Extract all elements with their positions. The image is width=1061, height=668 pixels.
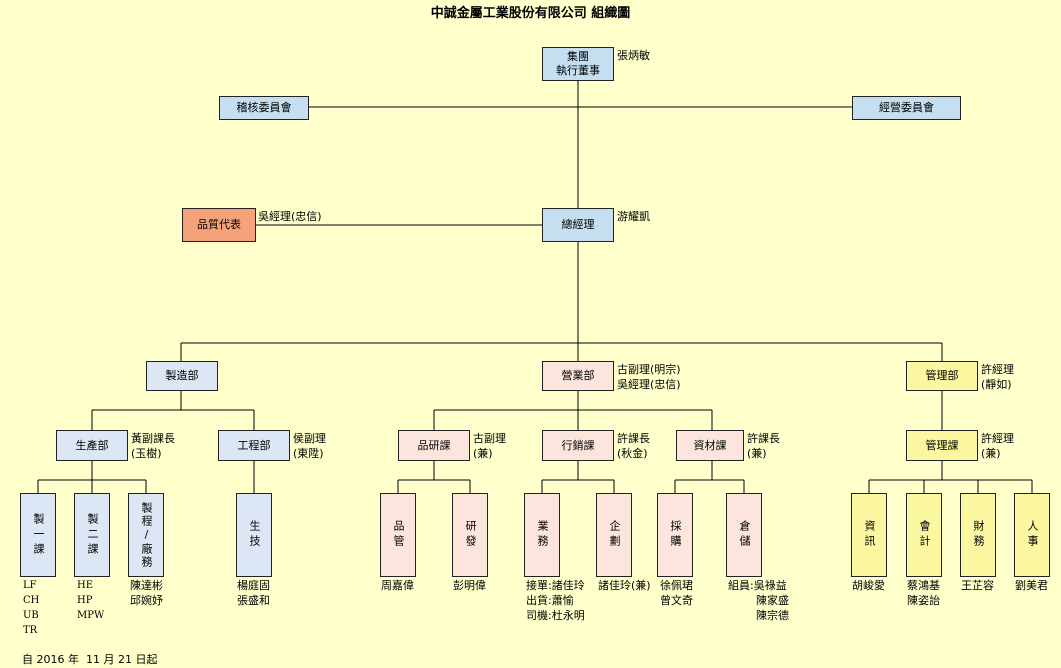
materials-section-person: 許課長 (兼) — [747, 432, 780, 460]
marketing-section-box: 行銷課 — [542, 430, 614, 461]
staff-storage: 組員:吳祿益 陳家盛 陳宗德 — [728, 579, 789, 622]
unit-tech: 生技 — [236, 493, 272, 577]
admin-dept-box: 管理部 — [906, 361, 978, 391]
quality-research-section-person: 古副理 (兼) — [473, 432, 506, 460]
staff-section-1: LF CH UB TR — [23, 580, 40, 636]
admin-dept-person: 許經理 (靜如) — [981, 363, 1014, 391]
admin-section-box: 管理課 — [906, 430, 978, 461]
materials-section-box: 資材課 — [676, 430, 744, 461]
staff-it: 胡峻愛 — [852, 579, 885, 592]
general-manager-box: 總經理 — [542, 208, 614, 242]
marketing-section-person: 許課長 (秋金) — [617, 432, 650, 460]
unit-rnd: 研發 — [452, 493, 488, 577]
unit-hr: 人事 — [1014, 493, 1050, 577]
production-section-box: 生產部 — [56, 430, 128, 461]
staff-planning: 諸佳玲(兼) — [598, 579, 651, 592]
unit-section-1: 製一課 — [20, 493, 56, 577]
staff-accounting: 蔡鴻基 陳姿詒 — [907, 579, 940, 607]
audit-committee-box: 稽核委員會 — [219, 96, 309, 120]
quality-research-section-box: 品研課 — [398, 430, 470, 461]
staff-purchasing: 徐佩珺 曾文奇 — [660, 579, 693, 607]
qa-representative-person: 吳經理(忠信) — [258, 210, 322, 223]
staff-tech: 楊庭固 張盛和 — [237, 579, 270, 607]
general-manager-person: 游耀凱 — [617, 210, 650, 223]
chart-title: 中誠金屬工業股份有限公司 組織圖 — [430, 6, 631, 21]
unit-planning: 企劃 — [596, 493, 632, 577]
staff-business: 接單:諸佳玲 出貨:蕭愉 司機:杜永明 — [526, 579, 585, 622]
staff-hr: 劉美君 — [1015, 579, 1048, 592]
unit-purchasing: 採購 — [657, 493, 693, 577]
unit-storage: 倉儲 — [726, 493, 762, 577]
management-committee-box: 經營委員會 — [852, 96, 961, 120]
admin-section-person: 許經理 (兼) — [981, 432, 1014, 460]
unit-business: 業務 — [524, 493, 560, 577]
unit-section-2: 製二課 — [74, 493, 110, 577]
ceo-box: 集團 執行董事 — [542, 47, 614, 81]
ceo-person: 張炳敏 — [617, 49, 650, 62]
sales-dept-person: 古副理(明宗) 吳經理(忠信) — [617, 363, 681, 391]
staff-finance: 王芷容 — [961, 579, 994, 592]
staff-quality-control: 周嘉偉 — [381, 579, 414, 592]
unit-process-facilities: 製程/廠務 — [128, 493, 164, 577]
staff-process-facilities: 陳達彬 邱婉妤 — [130, 579, 163, 607]
sales-dept-box: 營業部 — [542, 361, 614, 391]
engineering-section-person: 侯副理 (東陞) — [293, 432, 326, 460]
qa-representative-box: 品質代表 — [182, 208, 256, 242]
unit-quality-control: 品管 — [380, 493, 416, 577]
unit-finance: 財務 — [960, 493, 996, 577]
unit-accounting: 會計 — [906, 493, 942, 577]
production-section-person: 黃副課長 (玉樹) — [131, 432, 175, 460]
staff-rnd: 彭明偉 — [453, 579, 486, 592]
effective-date-footer: 自 2016 年 11 月 21 日起 — [22, 653, 158, 666]
engineering-section-box: 工程部 — [218, 430, 290, 461]
unit-it: 資訊 — [851, 493, 887, 577]
manufacturing-dept-box: 製造部 — [146, 361, 218, 391]
staff-section-2: HE HP MPW — [77, 580, 105, 621]
